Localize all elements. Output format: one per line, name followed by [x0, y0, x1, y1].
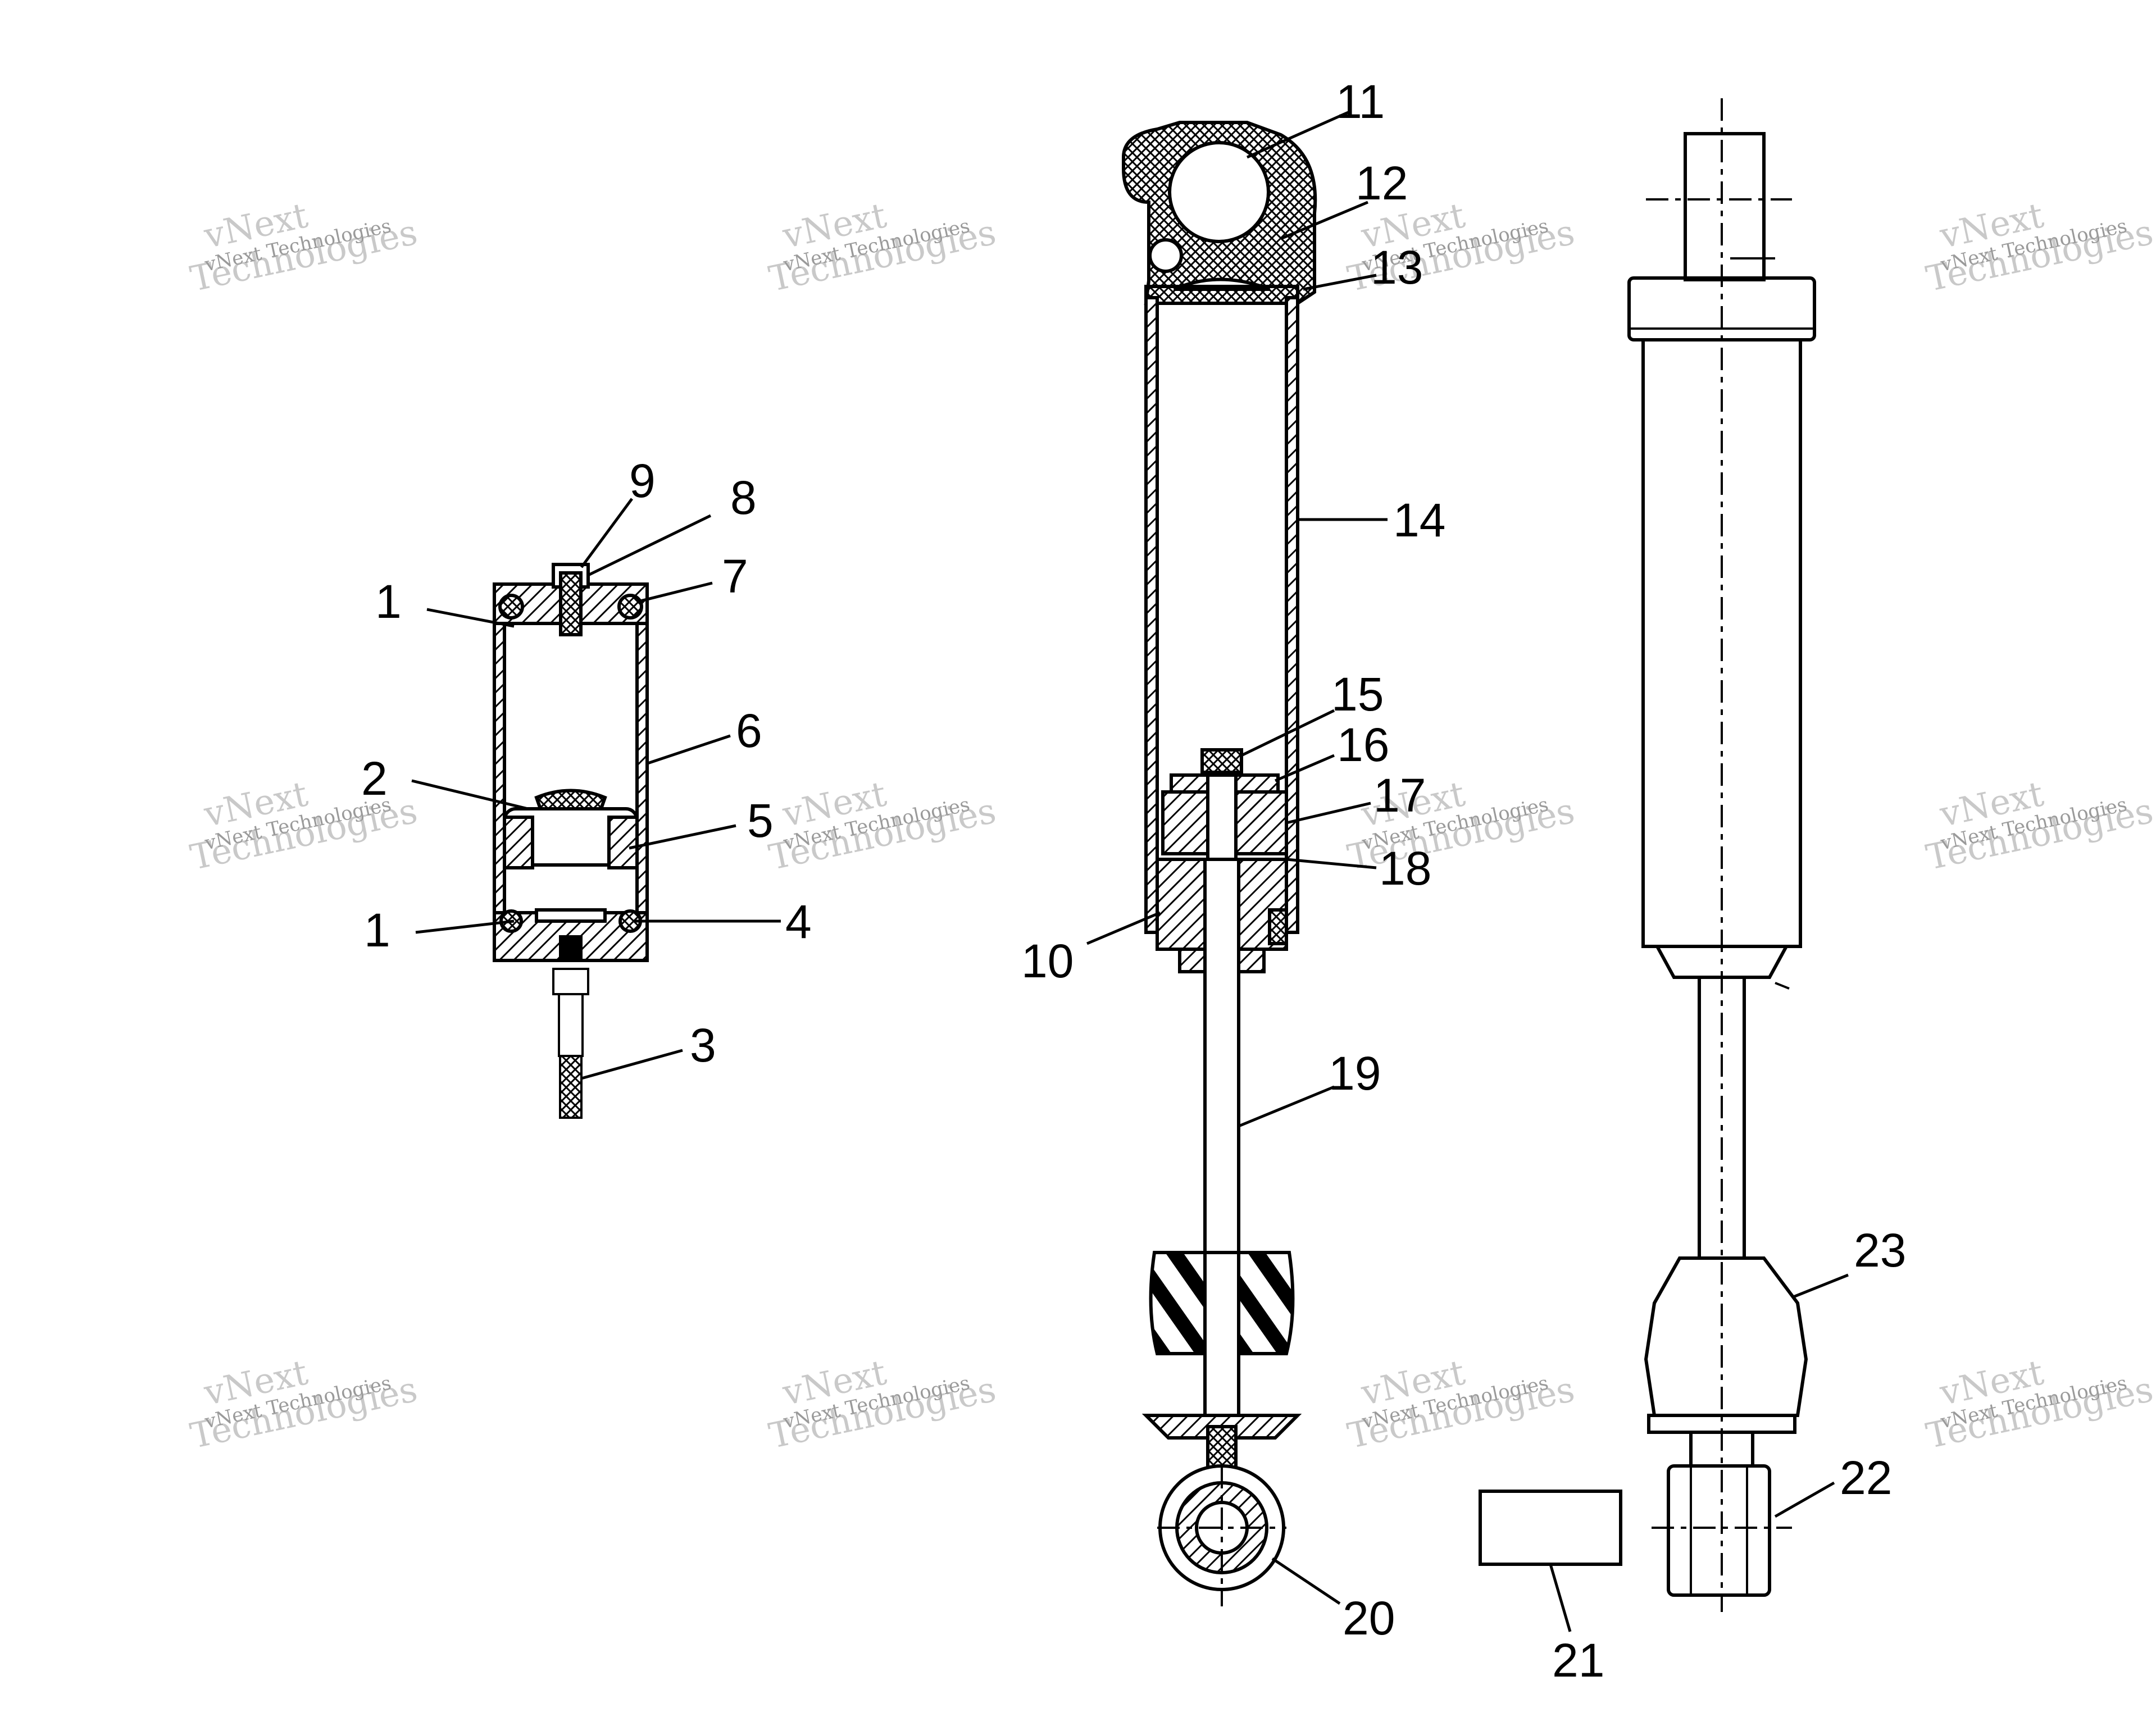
floating-piston-seal-left [503, 816, 534, 869]
leader-line [1086, 911, 1161, 945]
piston-rod-tip [1206, 773, 1238, 861]
callout-16: 16 [1337, 718, 1389, 771]
callout-23: 23 [1854, 1224, 1906, 1277]
body-tube-wall-left [1144, 296, 1159, 934]
watermark: vNext Technologies vNext Technologies [1922, 1351, 2156, 1456]
reservoir-bottom-plate [535, 908, 607, 923]
callout-20: 20 [1343, 1592, 1395, 1645]
leader-line [581, 1049, 683, 1080]
leader-line [1286, 801, 1371, 825]
callout-11: 11 [1336, 75, 1385, 128]
reservoir-wall-right [635, 616, 649, 934]
watermark: vNext Technologies vNext Technologies [765, 773, 999, 878]
callout-15: 15 [1331, 668, 1384, 721]
leader-line [1774, 1481, 1835, 1518]
leader-line [629, 824, 736, 850]
reservoir-body [493, 582, 649, 962]
callout-12: 12 [1356, 157, 1408, 210]
watermark: vNext Technologies vNext Technologies [187, 194, 421, 299]
callout-labels: 1 2 3 4 5 6 7 8 9 10 11 12 13 14 15 16 1… [361, 75, 1906, 1687]
callout-18: 18 [1379, 842, 1431, 895]
callout-1-lower: 1 [364, 904, 390, 957]
rod-mark [1775, 982, 1790, 990]
watermark: vNext Technologies vNext Technologies [765, 1351, 999, 1456]
reservoir-wall-left [493, 616, 506, 934]
callout-17: 17 [1373, 769, 1426, 822]
piston-nut [1200, 748, 1243, 774]
watermark: vNext Technologies vNext Technologies [765, 194, 999, 299]
watermark: vNext Technologies vNext Technologies [187, 1351, 421, 1456]
leader-line [580, 498, 634, 568]
eye-bushing-bore [1168, 141, 1270, 243]
hose-fitting [558, 993, 584, 1057]
leader-line [1280, 201, 1368, 240]
callout-2: 2 [361, 752, 388, 805]
lower-eye-side [1667, 1464, 1771, 1597]
leader-line [1303, 274, 1377, 291]
reservoir-assembly [493, 563, 649, 1119]
leader-line [415, 919, 515, 934]
callout-10: 10 [1021, 935, 1074, 987]
leader-line [1240, 709, 1335, 757]
callout-9: 9 [629, 454, 656, 507]
callout-5: 5 [747, 794, 774, 847]
leader-line [426, 608, 515, 628]
hose-fitting-nut [552, 968, 589, 995]
valve-core [559, 571, 583, 636]
callout-13: 13 [1371, 241, 1423, 294]
callout-19: 19 [1329, 1047, 1381, 1100]
leader-line [1549, 1564, 1572, 1632]
o-ring [617, 594, 643, 620]
leader-line [645, 734, 731, 766]
leader-line [1238, 1085, 1335, 1128]
callout-7: 7 [722, 550, 748, 603]
callout-21: 21 [1552, 1634, 1604, 1687]
shock-body-section [1122, 121, 1317, 1606]
leader-line [1246, 111, 1349, 159]
exterior-bump-stop [1644, 1256, 1808, 1417]
watermark: vNext Technologies vNext Technologies [1922, 194, 2156, 299]
watermark: vNext Technologies vNext Technologies [1922, 773, 2156, 878]
shock-exterior-view [1479, 98, 1816, 1612]
callout-14: 14 [1393, 494, 1445, 547]
snap-ring [1268, 908, 1288, 945]
o-ring [498, 594, 524, 620]
leader-line [586, 514, 712, 577]
grease-fitting [1148, 238, 1183, 273]
callout-6: 6 [736, 704, 762, 757]
callout-22: 22 [1840, 1451, 1892, 1504]
watermark: vNext Technologies vNext Technologies [1344, 1351, 1578, 1456]
leader-line [1791, 1273, 1849, 1299]
leader-line [1286, 858, 1377, 869]
leader-line [640, 581, 713, 603]
leader-line [411, 779, 529, 810]
callout-3: 3 [690, 1019, 716, 1072]
floating-piston-seal-right [607, 816, 639, 869]
callout-1: 1 [375, 575, 402, 628]
callout-8: 8 [730, 471, 757, 524]
hose-port [559, 935, 583, 960]
bushing-sleeve [1479, 1490, 1622, 1566]
leader-line [1271, 1557, 1341, 1605]
floating-piston-cap [534, 789, 607, 810]
callout-4: 4 [785, 895, 812, 948]
piston-rod-lower [1203, 1251, 1240, 1423]
leader-line [1275, 754, 1335, 782]
leader-lines [411, 111, 1849, 1632]
hose-fitting-thread [559, 1055, 583, 1119]
